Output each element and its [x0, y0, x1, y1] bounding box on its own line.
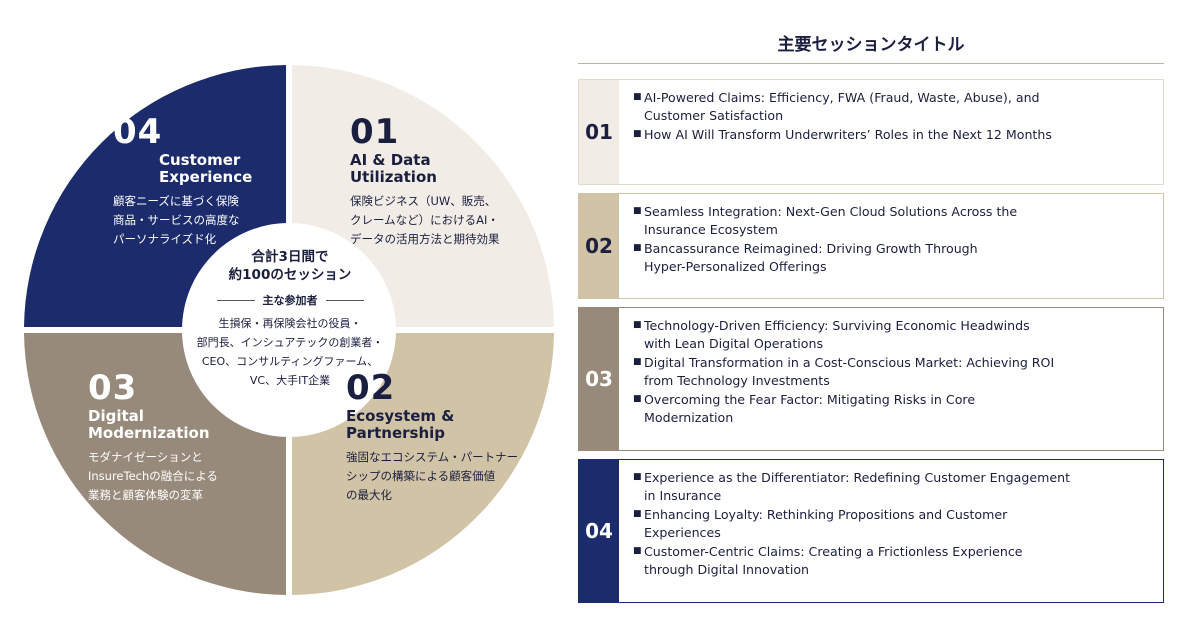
- quadrant-04-title-line2: Experience: [159, 168, 253, 186]
- session-item-line2: in Insurance: [644, 487, 722, 503]
- session-group-03: 03 Technology-Driven Efficiency: Survivi…: [578, 307, 1164, 451]
- session-group-02-number: 02: [579, 194, 619, 298]
- quadrant-01-desc-line2: クレームなど）におけるAI・: [350, 213, 499, 227]
- session-titles-panel: 主要セッションタイトル 01 AI-Powered Claims: Effici…: [578, 0, 1164, 630]
- quadrant-02-number: 02: [346, 368, 396, 408]
- session-item-line1: Technology-Driven Efficiency: Surviving …: [644, 318, 1030, 333]
- session-group-03-number: 03: [579, 308, 619, 450]
- quadrant-04-number: 04: [113, 112, 163, 152]
- center-summary: 合計3日間で 約100のセッション 主な参加者 生損保・再保険会社の役員・ 部門…: [185, 248, 395, 428]
- session-group-01-number: 01: [579, 80, 619, 184]
- session-group-03-list: Technology-Driven Efficiency: Surviving …: [619, 308, 1163, 450]
- quadrant-01-number: 01: [350, 112, 400, 152]
- session-group-04-number: 04: [579, 460, 619, 602]
- quadrant-04-title: Customer Experience: [159, 152, 293, 186]
- session-item-line1: How AI Will Transform Underwriters’ Role…: [644, 127, 1052, 142]
- session-item: How AI Will Transform Underwriters’ Role…: [633, 126, 1153, 144]
- session-item-line1: Digital Transformation in a Cost-Conscio…: [644, 355, 1055, 370]
- quadrant-02-title-line1: Ecosystem &: [346, 407, 455, 425]
- center-headline-line1: 合計3日間で: [251, 249, 329, 265]
- session-item: Overcoming the Fear Factor: Mitigating R…: [633, 391, 1153, 426]
- sessions-heading: 主要セッションタイトル: [777, 35, 965, 55]
- quadrant-01-desc-line3: データの活用方法と期待効果: [350, 232, 500, 246]
- participants-line1: 生損保・再保険会社の役員・: [218, 317, 362, 330]
- quadrant-03: 03 Digital Modernization モダナイゼーションと Insu…: [88, 370, 278, 505]
- quadrant-01: 01 AI & Data Utilization 保険ビジネス（UW、販売、 ク…: [350, 114, 530, 249]
- center-headline: 合計3日間で 約100のセッション: [185, 248, 395, 284]
- quadrant-03-title-line2: Modernization: [88, 424, 210, 442]
- session-item: Seamless Integration: Next-Gen Cloud Sol…: [633, 203, 1153, 238]
- participants-label: 主な参加者: [262, 294, 318, 307]
- participants-rule-left: [216, 299, 255, 301]
- quadrant-02-description: 強固なエコシステム・パートナー シップの構築による顧客価値 の最大化: [346, 448, 536, 505]
- circle-diagram: [24, 65, 554, 595]
- session-group-01: 01 AI-Powered Claims: Efficiency, FWA (F…: [578, 79, 1164, 185]
- quadrant-02-title-line2: Partnership: [346, 424, 446, 442]
- quadrant-04-description: 顧客ニーズに基づく保険 商品・サービスの高度な パーソナライズド化: [113, 192, 293, 249]
- session-item-line2: Customer Satisfaction: [644, 107, 784, 123]
- quadrant-02-desc-line3: の最大化: [346, 488, 392, 502]
- session-item-line2: Insurance Ecosystem: [644, 221, 778, 237]
- quadrant-02-title: Ecosystem & Partnership: [346, 408, 536, 442]
- quadrant-03-title-line1: Digital: [88, 407, 144, 425]
- session-item-line2: Modernization: [644, 409, 734, 425]
- participants-line3: CEO、コンサルティングファーム、: [201, 355, 379, 368]
- session-group-04: 04 Experience as the Differentiator: Red…: [578, 459, 1164, 603]
- quadrant-03-desc-line3: 業務と顧客体験の変革: [88, 488, 203, 502]
- session-item-line1: Customer-Centric Claims: Creating a Fric…: [644, 544, 1023, 559]
- session-item: Digital Transformation in a Cost-Conscio…: [633, 354, 1153, 389]
- session-item-line2: through Digital Innovation: [644, 561, 810, 577]
- quadrant-01-description: 保険ビジネス（UW、販売、 クレームなど）におけるAI・ データの活用方法と期待…: [350, 192, 530, 249]
- quadrant-03-number: 03: [88, 368, 138, 408]
- session-group-04-list: Experience as the Differentiator: Redefi…: [619, 460, 1163, 602]
- quadrant-01-title-line2: Utilization: [350, 168, 437, 186]
- session-item-line1: Seamless Integration: Next-Gen Cloud Sol…: [644, 204, 1018, 219]
- session-item-line1: Bancassurance Reimagined: Driving Growth…: [644, 241, 978, 256]
- center-headline-line2: 約100のセッション: [228, 267, 352, 283]
- session-item: Technology-Driven Efficiency: Surviving …: [633, 317, 1153, 352]
- quadrant-01-title-line1: AI & Data: [350, 151, 431, 169]
- quadrant-04-desc-line1: 顧客ニーズに基づく保険: [113, 194, 239, 208]
- quadrant-04-desc-line3: パーソナライズド化: [113, 232, 217, 246]
- session-item-line1: AI-Powered Claims: Efficiency, FWA (Frau…: [644, 90, 1040, 105]
- quadrant-04-desc-line2: 商品・サービスの高度な: [113, 213, 240, 227]
- quadrant-02-desc-line2: シップの構築による顧客価値: [346, 469, 496, 483]
- participants-line4: VC、大手IT企業: [249, 374, 331, 387]
- session-item-line2: from Technology Investments: [644, 372, 830, 388]
- program-diagram: 04 Customer Experience 顧客ニーズに基づく保険 商品・サー…: [0, 0, 580, 630]
- participants-rule-right: [325, 299, 364, 301]
- quadrant-03-title: Digital Modernization: [88, 408, 278, 442]
- session-item-line1: Experience as the Differentiator: Redefi…: [644, 470, 1071, 485]
- quadrant-04: 04 Customer Experience 顧客ニーズに基づく保険 商品・サー…: [113, 114, 293, 249]
- quadrant-01-desc-line1: 保険ビジネス（UW、販売、: [350, 194, 497, 208]
- session-item: Customer-Centric Claims: Creating a Fric…: [633, 543, 1153, 578]
- quadrant-03-desc-line2: InsureTechの融合による: [88, 469, 218, 483]
- session-group-01-list: AI-Powered Claims: Efficiency, FWA (Frau…: [619, 80, 1163, 184]
- session-item-line2: with Lean Digital Operations: [644, 335, 824, 351]
- participants-line2: 部門長、インシュアテックの創業者・: [196, 336, 384, 349]
- session-item-line2: Experiences: [644, 524, 721, 540]
- center-circle: [182, 223, 396, 437]
- participants-heading: 主な参加者: [185, 292, 395, 308]
- session-item: Enhancing Loyalty: Rethinking Propositio…: [633, 506, 1153, 541]
- quadrant-02: 02 Ecosystem & Partnership 強固なエコシステム・パート…: [346, 370, 536, 505]
- heading-divider: [578, 63, 1164, 64]
- session-item: Experience as the Differentiator: Redefi…: [633, 469, 1153, 504]
- quadrant-04-title-line1: Customer: [159, 151, 241, 169]
- session-item: Bancassurance Reimagined: Driving Growth…: [633, 240, 1153, 275]
- quadrant-03-desc-line1: モダナイゼーションと: [88, 450, 203, 464]
- session-item-line2: Hyper-Personalized Offerings: [644, 258, 827, 274]
- session-item-line1: Overcoming the Fear Factor: Mitigating R…: [644, 392, 976, 407]
- participants-list: 生損保・再保険会社の役員・ 部門長、インシュアテックの創業者・ CEO、コンサル…: [185, 314, 395, 390]
- quadrant-02-desc-line1: 強固なエコシステム・パートナー: [346, 450, 519, 464]
- quadrant-03-description: モダナイゼーションと InsureTechの融合による 業務と顧客体験の変革: [88, 448, 278, 505]
- session-group-02-list: Seamless Integration: Next-Gen Cloud Sol…: [619, 194, 1163, 298]
- session-item-line1: Enhancing Loyalty: Rethinking Propositio…: [644, 507, 1008, 522]
- session-item: AI-Powered Claims: Efficiency, FWA (Frau…: [633, 89, 1153, 124]
- session-group-02: 02 Seamless Integration: Next-Gen Cloud …: [578, 193, 1164, 299]
- quadrant-01-title: AI & Data Utilization: [350, 152, 530, 186]
